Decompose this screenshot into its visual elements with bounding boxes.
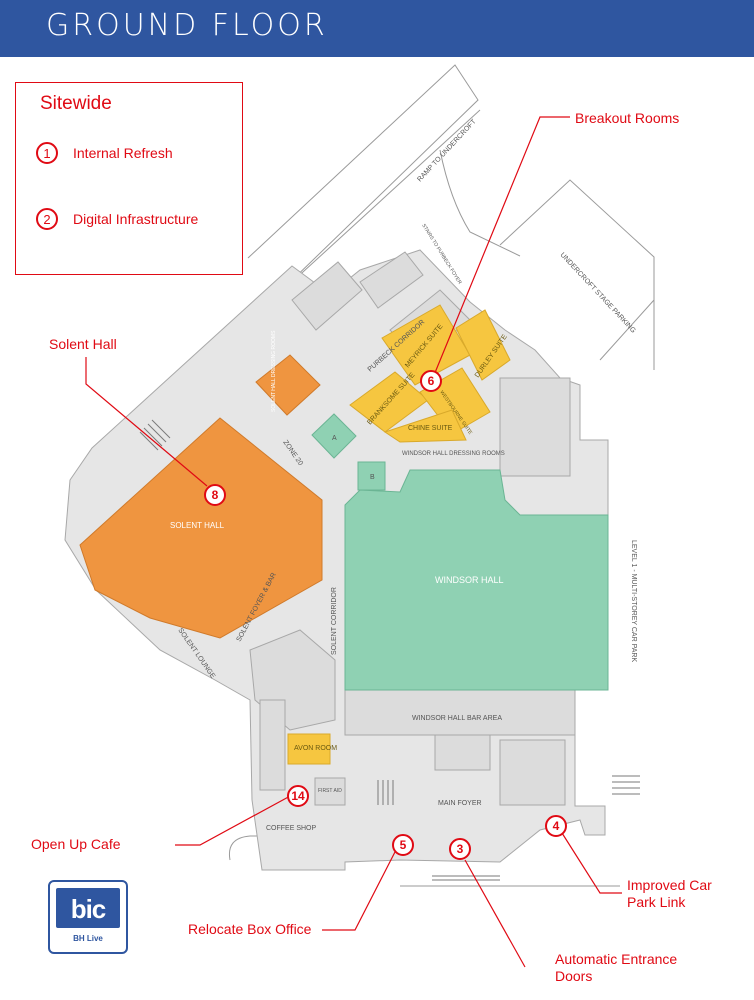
marker-8: 8 (204, 484, 226, 506)
callout-relocate-box-office: Relocate Box Office (188, 921, 312, 937)
bh-live-logo-text: BH Live (73, 934, 103, 943)
label-solent-hall: SOLENT HALL (170, 521, 225, 530)
legend-item-digital-infrastructure: 2 Digital Infrastructure (36, 207, 198, 231)
bic-logo-text: bic (70, 894, 107, 924)
label-room-a: A (332, 435, 337, 442)
label-coffee-shop: COFFEE SHOP (266, 825, 317, 832)
marker-4: 4 (545, 815, 567, 837)
label-first-aid: FIRST AID (318, 788, 342, 794)
legend-title: Sitewide (40, 93, 112, 114)
solent-hall-dressing-rooms (255, 354, 321, 416)
callout-solent-hall: Solent Hall (49, 336, 117, 352)
marker-5: 5 (392, 834, 414, 856)
legend-box: Sitewide 1 Internal Refresh 2 Digital In… (15, 82, 243, 275)
label-chine: CHINE SUITE (408, 425, 453, 432)
callout-improved-car-park-link: Improved Car Park Link (627, 877, 712, 910)
legend-number-badge: 2 (36, 208, 58, 230)
bic-logo-mark: bic (56, 888, 120, 928)
callout-automatic-entrance-doors: Automatic Entrance Doors (555, 951, 678, 984)
solent-hall-shape (79, 417, 323, 639)
windsor-hall-shape (344, 469, 609, 691)
marker-3: 3 (449, 838, 471, 860)
marker-14: 14 (287, 785, 309, 807)
page-title: GROUND FLOOR (46, 8, 328, 43)
label-solent-corridor: SOLENT CORRIDOR (331, 587, 338, 655)
label-avon-room: AVON ROOM (294, 745, 337, 752)
label-windsor-hall: WINDSOR HALL (435, 575, 504, 585)
label-dressing-solent: SOLENT HALL DRESSING ROOMS (271, 330, 277, 412)
legend-item-internal-refresh: 1 Internal Refresh (36, 141, 173, 165)
marker-6: 6 (420, 370, 442, 392)
callout-breakout-rooms: Breakout Rooms (575, 110, 680, 126)
label-dressing-windsor: WINDSOR HALL DRESSING ROOMS (402, 451, 505, 457)
legend-number-badge: 1 (36, 142, 58, 164)
label-main-foyer: MAIN FOYER (438, 800, 482, 807)
label-windsor-bar: WINDSOR HALL BAR AREA (412, 715, 502, 722)
label-room-b: B (370, 474, 375, 481)
bic-logo: bic BH Live (48, 880, 128, 954)
callout-open-up-cafe: Open Up Cafe (31, 836, 121, 852)
label-undercroft: UNDERCROFT STAGE PARKING (559, 252, 637, 335)
page-header: GROUND FLOOR (0, 0, 754, 57)
legend-item-label: Digital Infrastructure (73, 211, 199, 227)
label-car-park: LEVEL 1 - MULTI-STOREY CAR PARK (630, 540, 637, 662)
legend-item-label: Internal Refresh (73, 145, 173, 161)
